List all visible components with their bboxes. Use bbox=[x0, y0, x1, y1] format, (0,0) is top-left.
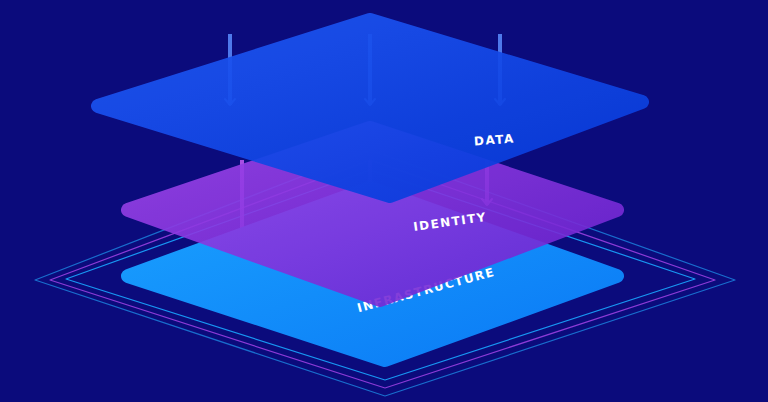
layer-plane: DATA bbox=[90, 12, 655, 204]
layer-label: DATA bbox=[473, 132, 515, 149]
plane-shape bbox=[90, 12, 655, 204]
